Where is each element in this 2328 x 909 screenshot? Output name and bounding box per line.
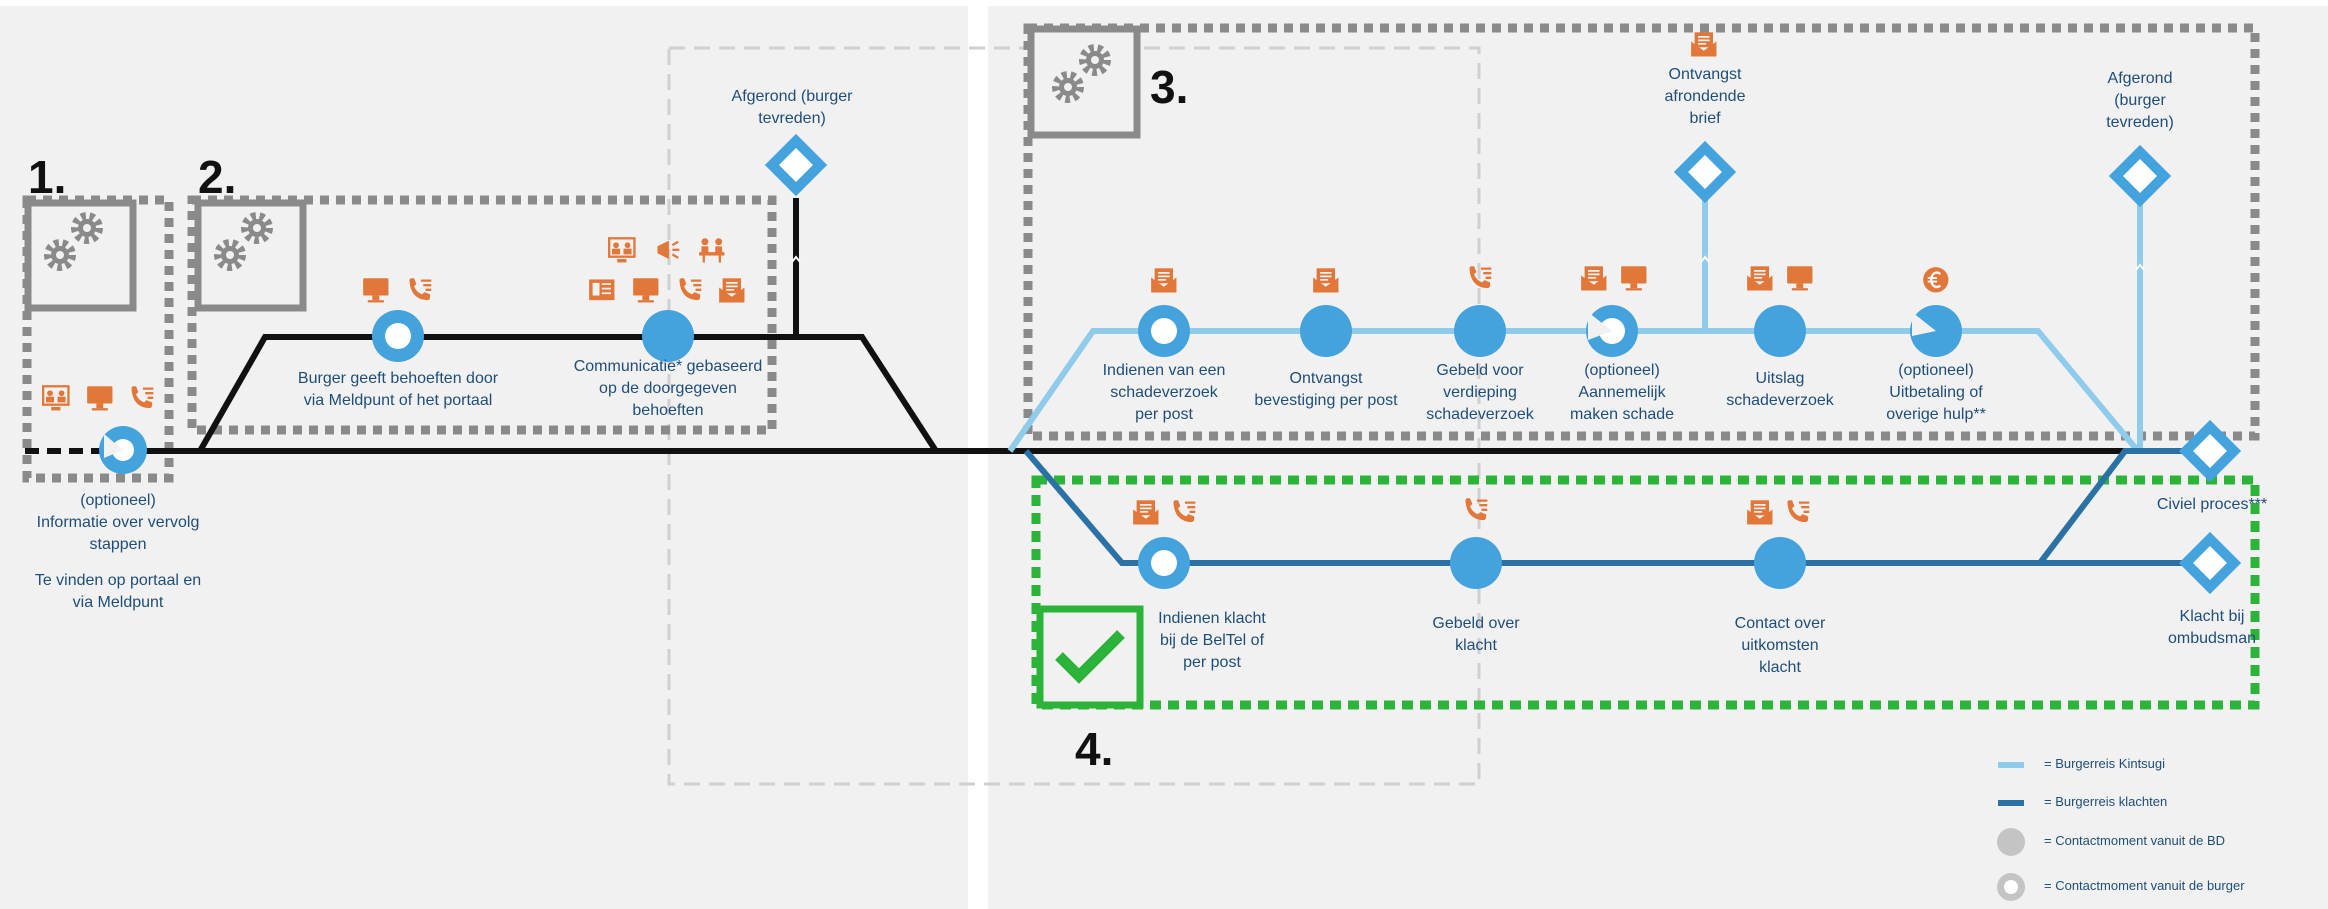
node-bevestiging	[1300, 305, 1352, 357]
label-communicatie: Communicatie* gebaseerd op de doorgegeve…	[573, 358, 763, 419]
label-aannemelijk: (optioneel) Aannemelijk maken schade	[1569, 362, 1675, 423]
document-icon	[588, 278, 616, 302]
phone-icon	[678, 277, 703, 302]
right-panel	[988, 6, 2328, 909]
phase-2-number: 2.	[198, 151, 237, 203]
icons-uitslag	[1746, 265, 1813, 292]
sublabel-info-vervolg: Te vinden op portaal en via Meldpunt	[34, 572, 202, 611]
endpoint-afgerond-2-diamond	[2108, 144, 2172, 208]
node-aannemelijk	[1586, 305, 1638, 357]
node-klacht-indienen	[1138, 537, 1190, 589]
mail-icon	[1150, 267, 1178, 294]
phase-2-box	[187, 195, 777, 435]
label-bevestiging: Ontvangst bevestiging per post	[1254, 370, 1398, 409]
icons-uitkomsten	[1746, 499, 1811, 526]
phase-4-box	[1031, 475, 2260, 710]
mail-icon	[1746, 265, 1774, 292]
node-communicatie	[642, 310, 694, 362]
phone-icon	[130, 385, 155, 410]
phase-3-gears-icon	[1027, 25, 1141, 139]
direction-marks	[791, 255, 2145, 271]
klachten-route	[1023, 448, 2220, 566]
computer-icon	[1787, 266, 1813, 291]
label-afgerond-2: Afgerond (burger tevreden)	[2106, 70, 2174, 131]
phase-4-number: 4.	[1075, 723, 1114, 775]
node-uitslag	[1754, 305, 1806, 357]
mail-icon	[1746, 499, 1774, 526]
endpoint-civiel-diamond	[2178, 419, 2242, 483]
label-ontvangst-brief: Ontvangst afrondende brief	[1664, 66, 1746, 127]
label-verdieping: Gebeld voor verdieping schadeverzoek	[1426, 362, 1534, 423]
label-ombudsman: Klacht bij ombudsman	[2167, 608, 2257, 647]
legend-dot-bd	[1997, 828, 2025, 856]
meeting-icon	[698, 237, 726, 264]
node-info-vervolg	[99, 426, 147, 474]
label-uitkomsten: Contact over uitkomsten klacht	[1734, 615, 1826, 676]
phase-3-number: 3.	[1150, 61, 1189, 113]
megaphone-icon	[656, 239, 681, 261]
computer-icon	[87, 386, 113, 411]
icons-aannemelijk	[1580, 265, 1647, 292]
legend-contact-burger: = Contactmoment vanuit de burger	[2044, 878, 2245, 893]
icons-behoeften	[363, 277, 433, 303]
legend-markers	[1997, 762, 2025, 901]
legend-klachten: = Burgerreis klachten	[2044, 794, 2168, 809]
computer-icon	[363, 278, 389, 303]
computer-icon	[633, 278, 659, 303]
label-uitslag: Uitslag schadeverzoek	[1726, 370, 1834, 409]
endpoint-ombudsman-diamond	[2178, 531, 2242, 595]
mail-icon	[1132, 499, 1160, 526]
icons-communicatie	[588, 237, 746, 304]
phone-icon	[1786, 499, 1811, 524]
euro-icon	[1922, 265, 1950, 294]
mail-icon	[1690, 31, 1718, 58]
computer-icon	[1621, 266, 1647, 291]
node-behoeften	[372, 310, 424, 362]
node-uitbetaling	[1910, 305, 1962, 357]
label-info-vervolg: (optioneel) Informatie over vervolg stap…	[36, 492, 200, 553]
label-afgerond-1: Afgerond (burger tevreden)	[731, 88, 853, 127]
label-gebeld-klacht: Gebeld over klacht	[1432, 615, 1520, 654]
label-behoeften: Burger geeft behoeften door via Meldpunt…	[297, 370, 499, 409]
label-uitbetaling: (optioneel) Uitbetaling of overige hulp*…	[1886, 362, 1986, 423]
phase-1-gears-icon	[24, 199, 137, 312]
video-call-icon	[42, 385, 70, 412]
video-call-icon	[608, 237, 636, 264]
mail-icon	[718, 277, 746, 304]
phone-icon	[1464, 497, 1489, 522]
node-uitkomsten	[1754, 537, 1806, 589]
legend-contact-bd: = Contactmoment vanuit de BD	[2044, 833, 2226, 848]
icons-info-vervolg	[42, 385, 155, 412]
main-line	[25, 198, 2185, 454]
phone-icon	[408, 277, 433, 302]
node-schadeverzoek	[1138, 305, 1190, 357]
label-civiel: Civiel proces***	[2156, 496, 2268, 513]
phase-4-checkmark-icon	[1036, 605, 1144, 709]
phase-1-number: 1.	[28, 151, 67, 203]
icons-klacht-indienen	[1132, 499, 1197, 526]
endpoint-afgerond-1-diamond	[764, 133, 828, 197]
endpoint-brief-diamond	[1673, 140, 1737, 204]
phase-3-box	[1023, 23, 2260, 441]
node-gebeld-klacht	[1450, 537, 1502, 589]
label-schadeverzoek: Indienen van een schadeverzoek per post	[1102, 362, 1226, 423]
mail-icon	[1312, 267, 1340, 294]
phase-2-gears-icon	[194, 199, 307, 312]
node-verdieping	[1454, 305, 1506, 357]
label-klacht-indienen: Indienen klacht bij de BelTel of per pos…	[1158, 610, 1266, 671]
legend-kintsugi: = Burgerreis Kintsugi	[2044, 756, 2166, 771]
mail-icon	[1580, 265, 1608, 292]
phone-icon	[1172, 499, 1197, 524]
